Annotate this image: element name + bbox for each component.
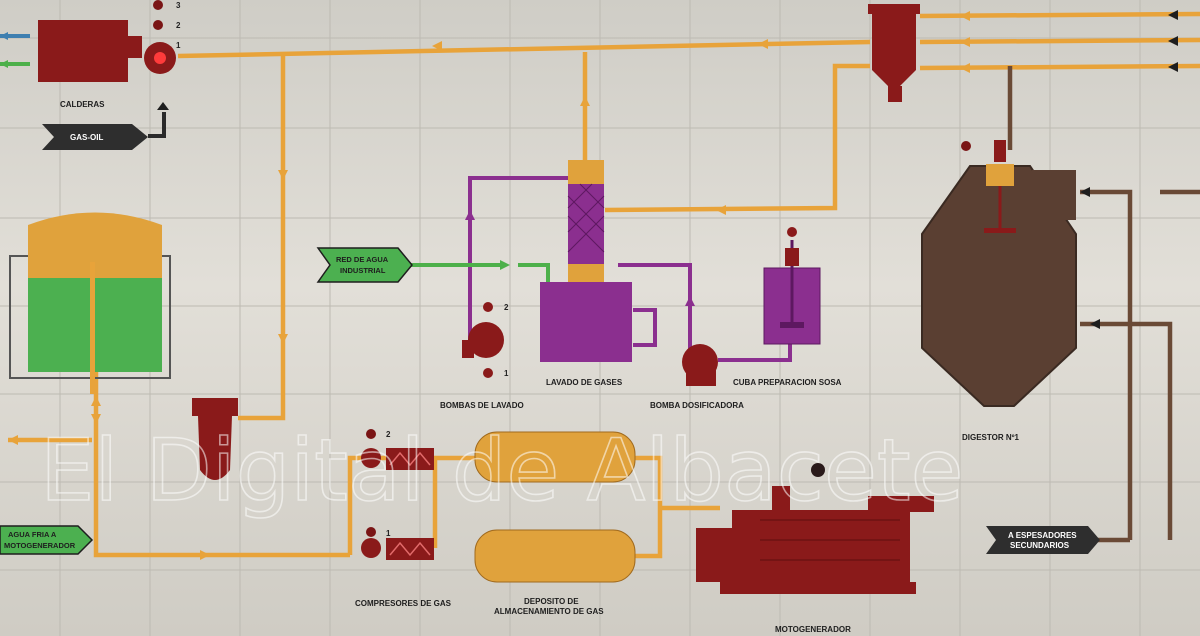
blue-outlet-arrow [0, 32, 8, 40]
soda-tank-light [787, 227, 797, 237]
espesadores-text-2: SECUNDARIOS [1010, 541, 1070, 550]
gas-storage-tank-lower [474, 529, 636, 583]
caldera-num-2: 2 [176, 21, 181, 30]
scrubber-top [568, 160, 604, 184]
red-agua-text-1: RED DE AGUA [336, 255, 389, 264]
gas-oil-text: GAS-OIL [70, 133, 103, 142]
watermark: El Digital de Albacete [40, 421, 964, 521]
generator-alternator [696, 528, 732, 582]
bombas-lavado-label: BOMBAS DE LAVADO [440, 401, 524, 410]
mixer-blade [984, 228, 1016, 233]
deposito-label-1: DEPOSITO DE [524, 597, 579, 606]
cyclone-outlet [888, 86, 902, 102]
green-outlet-arrow [0, 60, 8, 68]
espesadores-tag [986, 526, 1100, 554]
agitator-motor [785, 248, 799, 266]
lavado-label: LAVADO DE GASES [546, 378, 623, 387]
purple-pipes [468, 176, 792, 362]
wash-pump [468, 322, 504, 358]
wash-pump-num-1: 1 [504, 369, 509, 378]
generator-skid [720, 582, 916, 594]
compressor-2 [386, 448, 434, 470]
caldera-unit [38, 20, 128, 82]
caldera-num-3: 3 [176, 1, 181, 10]
calderas-label: CALDERAS [60, 100, 105, 109]
bomba-dosificadora-label: BOMBA DOSIFICADORA [650, 401, 744, 410]
generator-manifold [868, 496, 934, 512]
scrubber-packing [568, 184, 604, 264]
engine-detail-lines [760, 519, 900, 561]
compresores-label: COMPRESORES DE GAS [355, 599, 452, 608]
dark-arrows [157, 10, 1178, 329]
digestor-label: DIGESTOR Nº1 [962, 433, 1020, 442]
cyclone-cap [868, 4, 920, 14]
agua-fria-text-1: AGUA FRIA A [8, 530, 57, 539]
digestor-dome [986, 164, 1014, 186]
digestor-mixer-motor [994, 140, 1006, 162]
status-light-2 [153, 20, 163, 30]
compressor-num-2: 2 [386, 430, 391, 439]
generator-exhaust [772, 486, 790, 512]
gas-oil-tag [42, 124, 148, 150]
agua-fria-text-2: MOTOGENERADOR [4, 541, 76, 550]
red-agua-tag [316, 247, 413, 283]
wash-pump-base [462, 340, 474, 358]
tank-gas-dome [28, 212, 162, 280]
compressor-2-zigzag [389, 451, 431, 467]
digestor-light [961, 141, 971, 151]
deposito-label-2: ALMACENAMIENTO DE GAS [494, 607, 604, 616]
motogenerator-light [811, 463, 825, 477]
generator-engine [732, 510, 910, 582]
compressor-1-zigzag [389, 541, 431, 557]
packing-hatch [567, 183, 605, 253]
compressor-num-1: 1 [386, 529, 391, 538]
compressor-1-light [366, 527, 376, 537]
gas-storage-tank-upper [474, 431, 636, 483]
scrubber-neck [568, 264, 604, 282]
agitator-blade [780, 322, 804, 328]
espesadores-text-1: A ESPESADORES [1008, 531, 1077, 540]
dosing-pump-base [686, 362, 716, 386]
caldera-num-1: 1 [176, 41, 181, 50]
status-light-3 [153, 0, 163, 10]
gas-filter [198, 416, 232, 480]
green-arrows [500, 260, 510, 270]
tank-outlet-pipe [90, 262, 95, 394]
wash-pump-light-2 [483, 302, 493, 312]
purple-arrows [465, 210, 695, 306]
motogenerador-label: MOTOGENERADOR [775, 625, 851, 634]
compressor-2-light [366, 429, 376, 439]
red-agua-text-2: INDUSTRIAL [340, 266, 386, 275]
compressor-1-motor [361, 538, 381, 558]
digestor-side-box [1032, 170, 1076, 220]
wash-pump-light-1 [483, 368, 493, 378]
wash-pump-num-2: 2 [504, 303, 509, 312]
compressor-1 [386, 538, 434, 560]
scrubber-tank [540, 282, 632, 362]
cuba-sosa-label: CUBA PREPARACION SOSA [733, 378, 842, 387]
filter-cap [192, 398, 238, 416]
agua-fria-tag [0, 525, 94, 555]
compressor-2-motor [361, 448, 381, 468]
gas-cyclone [872, 14, 916, 86]
caldera-connector [128, 36, 142, 58]
pump-indicator-light [154, 52, 166, 64]
flow-arrows [8, 11, 970, 560]
gasoil-line [148, 112, 166, 138]
